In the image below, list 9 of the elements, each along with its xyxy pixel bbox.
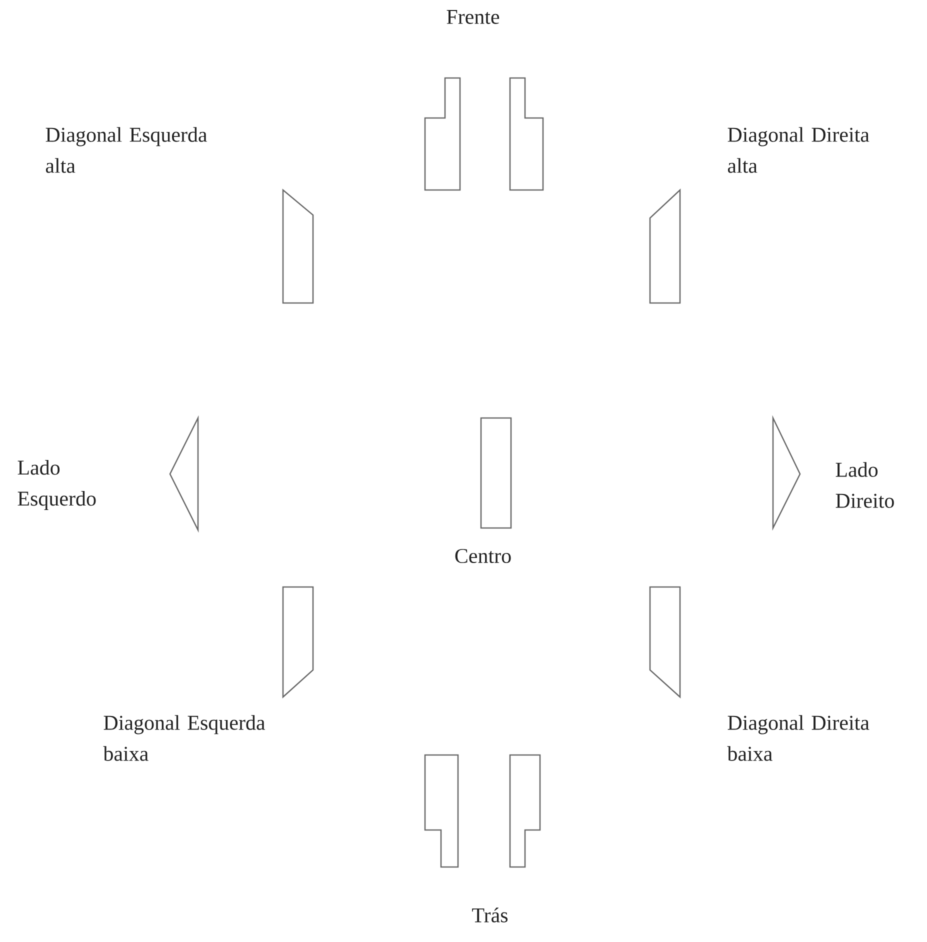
position-label: Lado Esquerdo [18,460,96,510]
position-label: Diagonal Direita alta [728,127,870,173]
position-label: Diagonal Esquerda baixa [103,715,266,761]
position-label: Frente [446,10,500,24]
position-label: Trás [472,908,508,922]
position-label: Diagonal Esquerda alta [46,127,208,173]
position-label: Centro [455,548,511,564]
position-label: Lado Direito [836,462,894,508]
position-label: Diagonal Direita baixa [727,715,870,761]
